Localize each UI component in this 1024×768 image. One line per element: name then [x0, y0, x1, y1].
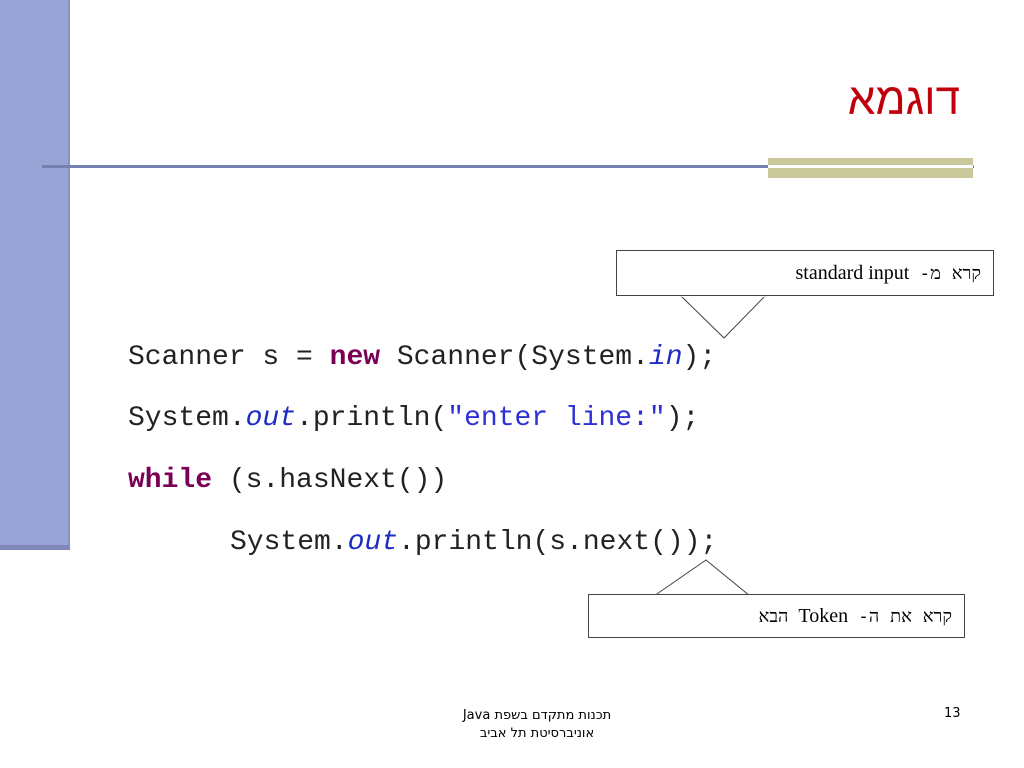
title-accent-block: [768, 158, 973, 178]
code-text: .println(: [296, 403, 448, 434]
code-text: Scanner s =: [128, 342, 330, 373]
field-in: in: [648, 342, 683, 373]
footer-university: אוניברסיטת תל אביב: [479, 726, 595, 741]
code-line-1: Scanner s = new Scanner(System.in);: [128, 341, 716, 375]
side-decor-bar: [0, 0, 70, 545]
code-line-2: System.out.println("enter line:");: [128, 402, 699, 436]
callout-top-english: standard input: [795, 261, 910, 284]
callout-bottom-hebrew-read: קרא את ה-: [858, 605, 952, 627]
code-text: Scanner(System.: [380, 342, 649, 373]
keyword-new: new: [329, 342, 381, 373]
code-text: .println(s.next());: [398, 527, 718, 558]
callout-read-next-token: הבא Token קרא את ה-: [588, 594, 965, 638]
slide-title: דוגמא: [847, 75, 960, 124]
footer-course-name: תכנות מתקדם בשפת Java: [462, 708, 612, 723]
callout-bottom-english: Token: [798, 604, 849, 627]
title-divider: [42, 165, 974, 168]
callout-top-pointer: [678, 294, 768, 339]
field-out: out: [245, 403, 297, 434]
code-text: System.: [128, 403, 246, 434]
callout-bottom-pointer: [652, 559, 752, 597]
string-literal: "enter line:": [447, 403, 666, 434]
code-line-4: System.out.println(s.next());: [230, 526, 717, 560]
side-decor-bar-shadow: [0, 545, 70, 550]
code-text: );: [665, 403, 700, 434]
keyword-while: while: [128, 465, 213, 496]
callout-read-standard-input: standard input קרא מ-: [616, 250, 994, 296]
code-text: System.: [230, 527, 348, 558]
code-text: (s.hasNext()): [212, 465, 448, 496]
code-line-3: while (s.hasNext()): [128, 464, 447, 498]
page-number: 13: [944, 706, 961, 721]
footer-course-info: תכנות מתקדם בשפת Java אוניברסיטת תל אביב: [412, 707, 662, 743]
callout-bottom-hebrew-next: הבא: [758, 605, 789, 627]
code-text: );: [682, 342, 717, 373]
field-out: out: [347, 527, 399, 558]
callout-top-hebrew: קרא מ-: [919, 262, 981, 284]
